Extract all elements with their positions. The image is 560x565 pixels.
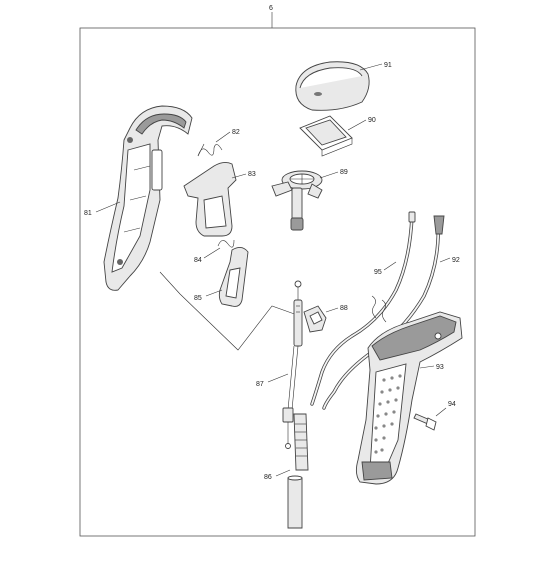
part-91-cover	[295, 61, 370, 111]
part-93-grip	[355, 311, 463, 485]
callout-94: 94	[448, 401, 456, 408]
callout-95: 95	[374, 269, 382, 276]
callout-84: 84	[194, 257, 202, 264]
part-85-lock-lever	[218, 247, 249, 307]
callout-85: 85	[194, 295, 202, 302]
callout-90: 90	[368, 117, 376, 124]
callout-91: 91	[384, 62, 392, 69]
callout-82: 82	[232, 129, 240, 136]
part-89-switch	[271, 170, 323, 231]
callout-88: 88	[340, 305, 348, 312]
part-84-spring	[217, 239, 235, 248]
part-88-clip	[303, 305, 327, 333]
part-86-tube	[287, 413, 309, 529]
part-81-handle-housing	[103, 105, 193, 291]
grip-texture	[374, 374, 402, 454]
part-82-spring	[197, 143, 223, 157]
callout-87: 87	[256, 381, 264, 388]
assembly-frame	[79, 12, 476, 537]
callout-92: 92	[452, 257, 460, 264]
part-83-trigger	[183, 161, 237, 237]
callout-93: 93	[436, 364, 444, 371]
part-87-throttle-cable	[282, 280, 303, 449]
part-94-screw	[413, 413, 437, 431]
callout-89: 89	[340, 169, 348, 176]
part-95-flex-cable	[310, 211, 416, 406]
callout-83: 83	[248, 171, 256, 178]
part-90-bracket	[299, 115, 353, 157]
callout-86: 86	[264, 474, 272, 481]
callout-81: 81	[84, 210, 92, 217]
assembly-label: 6	[269, 5, 273, 12]
